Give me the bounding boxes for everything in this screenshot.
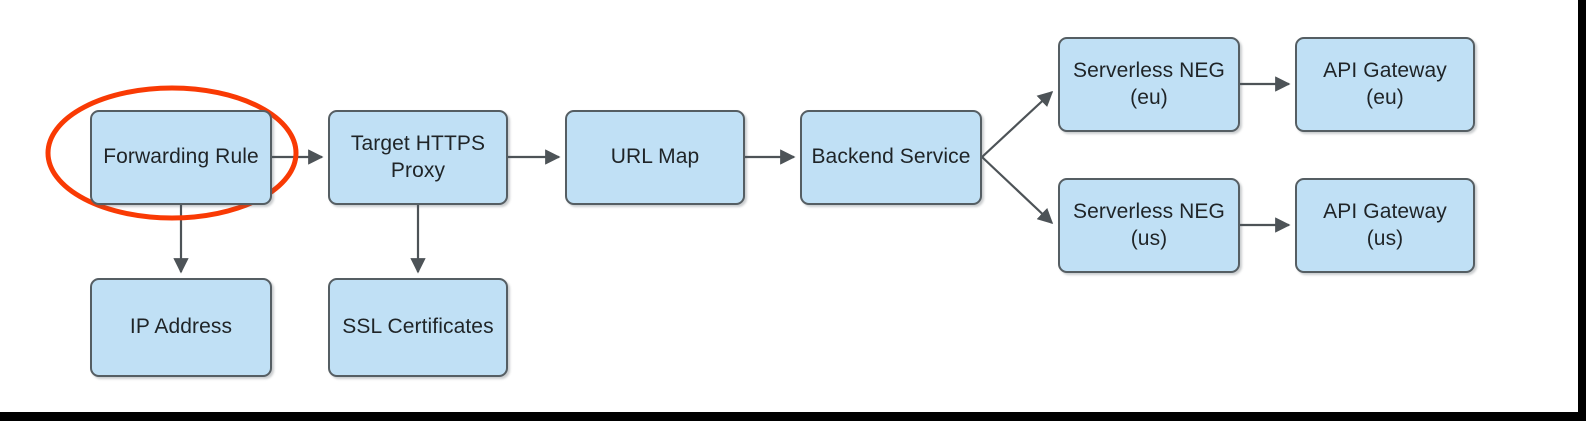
- node-label: URL Map: [610, 145, 700, 169]
- node-api-gateway-us[interactable]: API Gateway (us): [1295, 178, 1475, 273]
- node-serverless-neg-us[interactable]: Serverless NEG (us): [1058, 178, 1240, 273]
- node-ip-address[interactable]: IP Address: [90, 278, 272, 377]
- node-label: Target HTTPS Proxy: [350, 132, 486, 182]
- page-frame-right: [1578, 0, 1586, 421]
- node-forwarding-rule[interactable]: Forwarding Rule: [90, 110, 272, 205]
- edge-backend-service-to-serverless-neg-eu: [981, 90, 1054, 158]
- node-label: API Gateway (us): [1323, 200, 1447, 250]
- node-serverless-neg-eu[interactable]: Serverless NEG (eu): [1058, 37, 1240, 132]
- node-label: Serverless NEG (us): [1073, 200, 1225, 250]
- node-label: IP Address: [129, 315, 233, 339]
- node-label: API Gateway (eu): [1323, 59, 1447, 109]
- node-label: Serverless NEG (eu): [1073, 59, 1225, 109]
- node-api-gateway-eu[interactable]: API Gateway (eu): [1295, 37, 1475, 132]
- node-target-https-proxy[interactable]: Target HTTPS Proxy: [328, 110, 508, 205]
- highlight-ellipse: [45, 85, 299, 221]
- node-url-map[interactable]: URL Map: [565, 110, 745, 205]
- node-label: Backend Service: [811, 145, 971, 169]
- node-backend-service[interactable]: Backend Service: [800, 110, 982, 205]
- page-frame-bottom: [0, 412, 1586, 421]
- node-label: SSL Certificates: [342, 315, 494, 339]
- node-label: Forwarding Rule: [103, 145, 259, 169]
- node-ssl-certificates[interactable]: SSL Certificates: [328, 278, 508, 377]
- edge-backend-service-to-serverless-neg-us: [981, 156, 1054, 225]
